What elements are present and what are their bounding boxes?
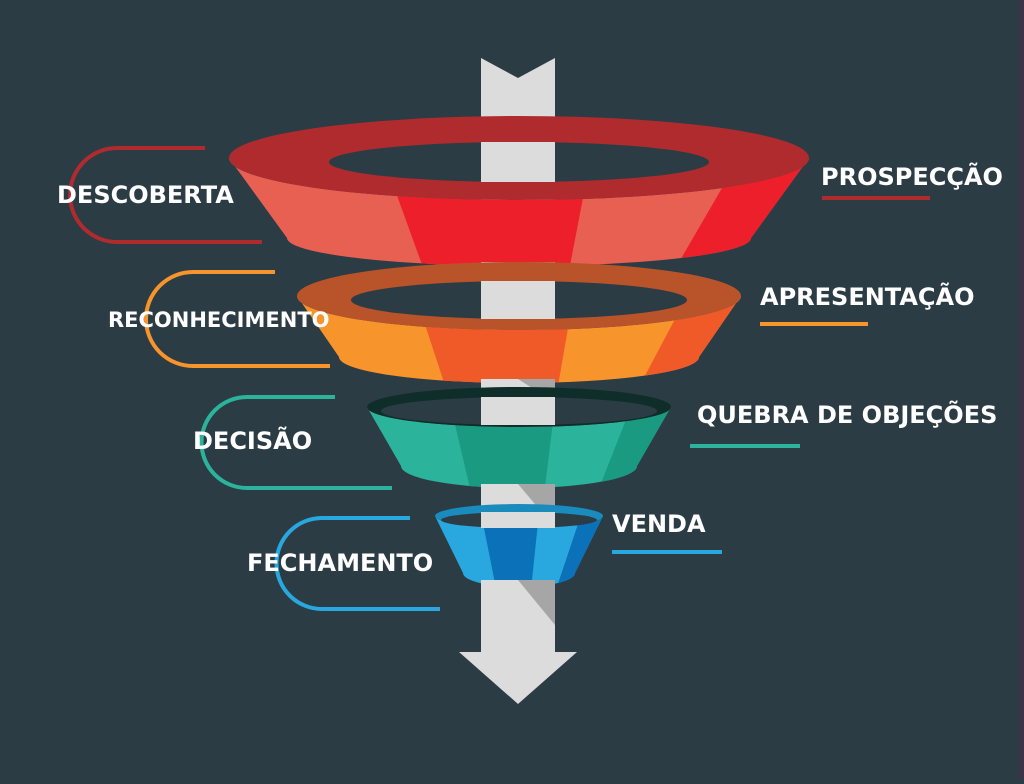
right-label-prospeccao: PROSPECÇÃO [821, 163, 1003, 191]
arrow-through-opening [481, 512, 555, 528]
funnel-band-4 [435, 504, 603, 587]
left-label-decisao: DECISÃO [193, 427, 313, 455]
arrow-lower-shadow [518, 580, 555, 625]
band-segment-1 [425, 326, 568, 383]
left-bracket-4 [274, 516, 440, 611]
right-label-venda: VENDA [612, 510, 706, 538]
band-segment-2 [681, 158, 809, 258]
left-label-fechamento: FECHAMENTO [247, 549, 434, 577]
right-edge-strip [1018, 0, 1024, 779]
arrow-head [459, 652, 577, 704]
band-segment-2 [645, 296, 741, 376]
left-label-reconhecimento: RECONHECIMENTO [108, 308, 330, 332]
funnel-band-1 [229, 116, 809, 267]
left-bracket-2 [144, 270, 330, 368]
arrow-through-opening [481, 281, 555, 319]
stage-brackets [68, 146, 930, 611]
band-segment-2 [558, 516, 603, 583]
down-arrow-lower [459, 580, 577, 704]
left-label-descoberta: DESCOBERTA [57, 181, 234, 209]
arrow-through-opening [481, 397, 555, 425]
band-segment-1 [397, 196, 583, 267]
right-label-quebra-de-objecoes: QUEBRA DE OBJEÇÕES [697, 401, 998, 429]
arrow-through-opening [481, 142, 555, 182]
left-bracket-3 [199, 395, 392, 490]
funnel-band-2 [297, 262, 741, 383]
funnel-bands [229, 116, 809, 587]
left-bracket-1 [68, 146, 262, 244]
band-segment-1 [455, 425, 553, 488]
right-label-apresentacao: APRESENTAÇÃO [760, 283, 975, 311]
funnel-band-3 [367, 387, 671, 488]
arrow-gap-shadow [518, 484, 555, 510]
band-segment-1 [483, 526, 538, 587]
band-segment-2 [601, 407, 671, 482]
